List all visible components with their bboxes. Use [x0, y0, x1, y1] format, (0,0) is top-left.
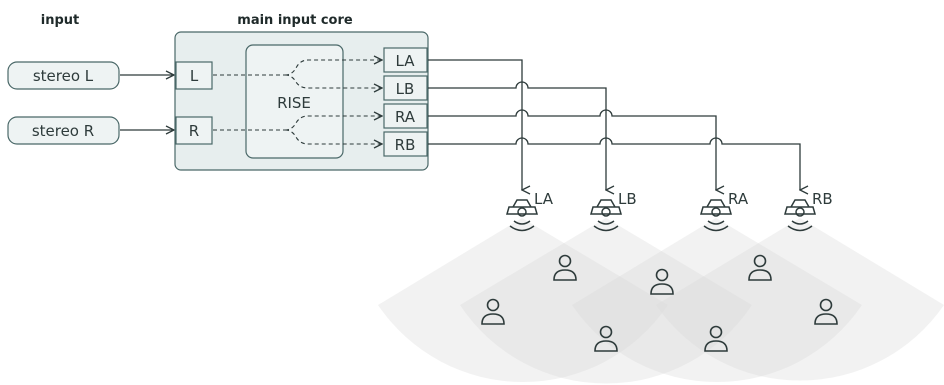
- speaker-lb-label: LB: [618, 190, 637, 208]
- listener-icon: [650, 268, 674, 295]
- output-ra-label: RA: [395, 108, 416, 126]
- wire-rb: [428, 137, 800, 190]
- header-input: input: [41, 13, 80, 28]
- listener-icon: [704, 325, 728, 352]
- coverage-areas: [378, 218, 944, 384]
- coverage-fan-ra: [572, 218, 862, 383]
- listener-icon: [814, 298, 838, 325]
- stereo-l-input: [7, 61, 120, 90]
- core-input-l: [175, 61, 213, 90]
- speaker-ra-label: RA: [728, 190, 749, 208]
- speaker-rb-label: RB: [812, 190, 833, 208]
- speaker-la-label: LA: [534, 190, 554, 208]
- rise-label: RISE: [277, 94, 311, 112]
- output-lb: [383, 75, 428, 101]
- listener-icon: [594, 325, 618, 352]
- coverage-fan-lb: [460, 218, 752, 384]
- output-ra: [383, 103, 428, 129]
- output-rb-label: RB: [395, 136, 416, 154]
- dashed-routing: [213, 60, 382, 144]
- speaker-lb: [590, 199, 622, 232]
- listener-icon: [748, 254, 772, 281]
- stereo-r-label: stereo R: [32, 122, 94, 140]
- core-input-r: [175, 116, 213, 145]
- speaker-la: [506, 199, 538, 232]
- core-input-l-label: L: [190, 67, 199, 85]
- speaker-ra: [700, 199, 732, 232]
- core-input-r-label: R: [189, 122, 199, 140]
- listeners: [481, 254, 838, 352]
- coverage-fan-rb: [656, 218, 944, 381]
- stereo-l-label: stereo L: [33, 67, 94, 85]
- wire-ra: [428, 109, 716, 190]
- output-rb: [383, 131, 428, 157]
- output-la-label: LA: [396, 52, 416, 70]
- wire-la: [428, 59, 522, 190]
- wire-lb: [428, 81, 606, 190]
- stereo-r-input: [7, 116, 120, 145]
- output-wires: [428, 59, 800, 190]
- output-lb-label: LB: [396, 80, 415, 98]
- listener-icon: [553, 254, 577, 281]
- listener-icon: [481, 298, 505, 325]
- coverage-fan-la: [378, 218, 668, 383]
- speaker-rb: [784, 199, 816, 232]
- header-main-input-core: main input core: [237, 13, 353, 28]
- output-la: [383, 47, 428, 73]
